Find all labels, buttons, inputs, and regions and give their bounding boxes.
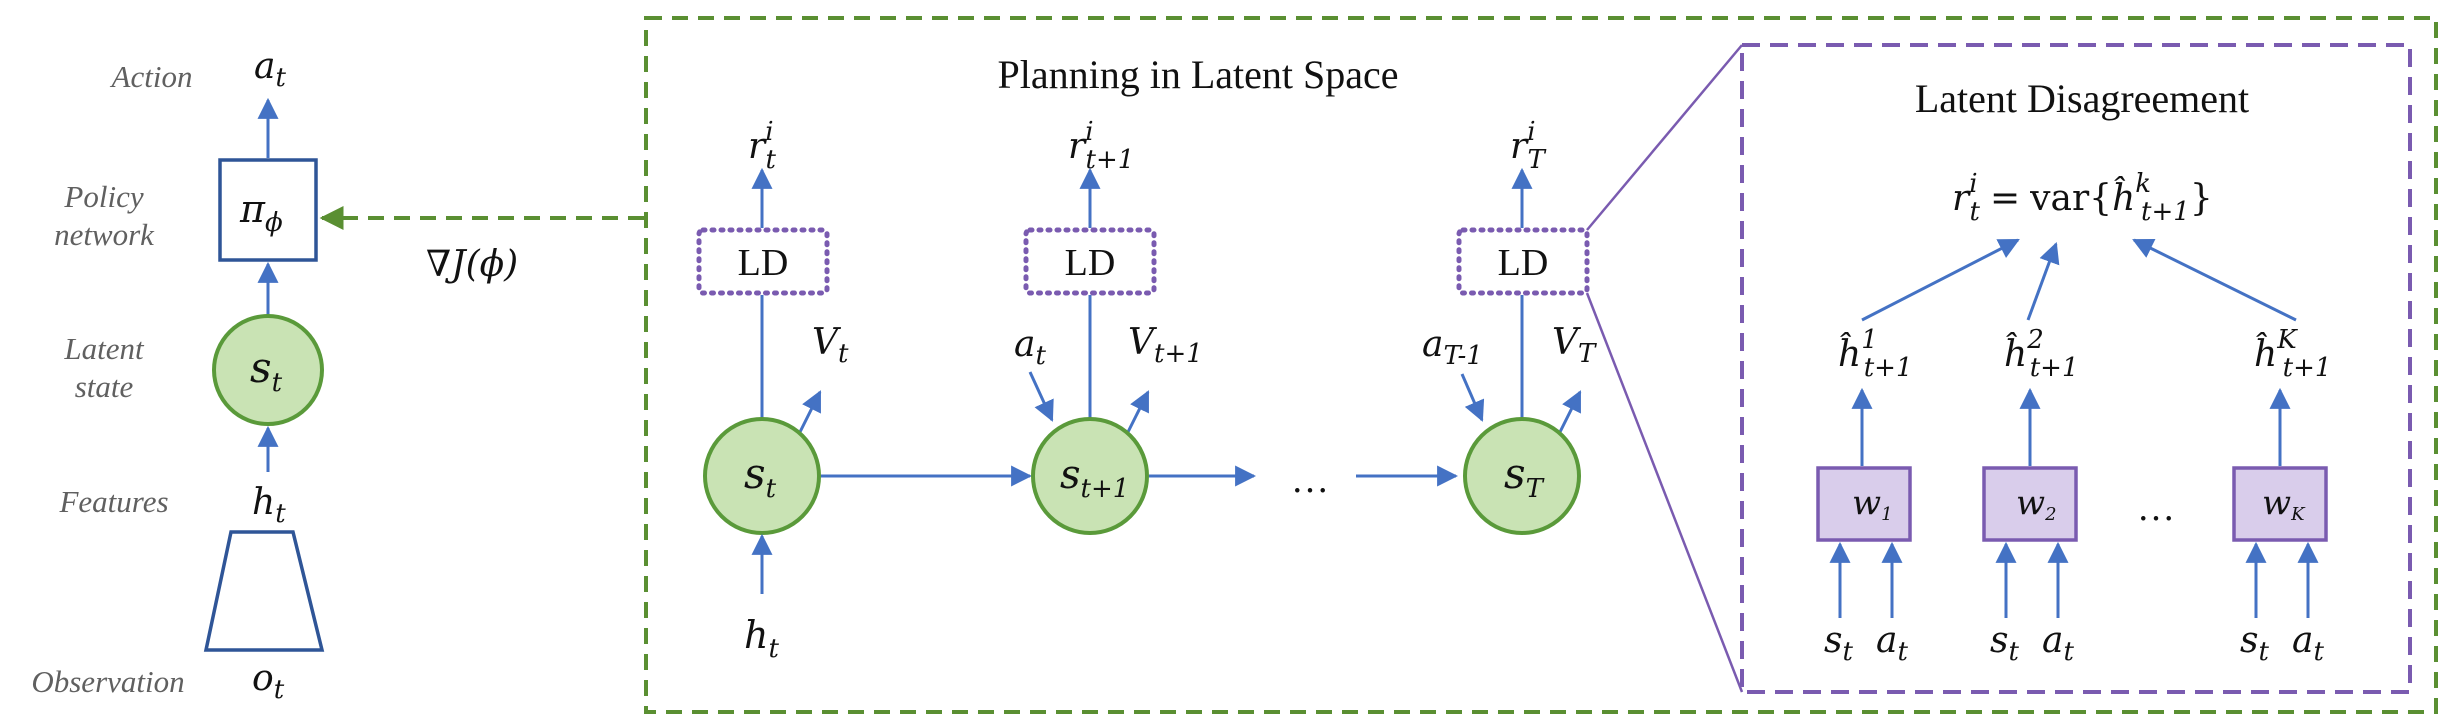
action2-to-stateT-arrow xyxy=(1460,373,1485,422)
state-3: sT xyxy=(1504,449,1545,504)
action-2: aT-1 xyxy=(1422,324,1483,371)
planning-ellipsis: … xyxy=(1291,459,1329,501)
ld-box-1 xyxy=(696,227,830,296)
ld-label-1: LD xyxy=(738,242,789,284)
state-node-2 xyxy=(1031,417,1149,535)
ld-box-2 xyxy=(1023,227,1157,296)
policy-label-line2: network xyxy=(54,217,155,252)
state1-to-value-arrow xyxy=(798,390,822,433)
value-3: VT xyxy=(1552,322,1597,369)
ensemble-w-2: w2 xyxy=(2016,483,2057,525)
zoom-line-top xyxy=(1586,44,1743,231)
ensemble-w-k: wK xyxy=(2262,483,2306,525)
ld-label-3: LD xyxy=(1498,242,1549,284)
ensemble-s-1: st xyxy=(1824,620,1853,667)
disagreement-title: Latent Disagreement xyxy=(1915,76,2249,121)
gradient-label: ∇J(ϕ) xyxy=(426,244,518,285)
ensemble-w-1: w1 xyxy=(1852,483,1893,525)
stateT-to-value-arrow xyxy=(1558,390,1582,433)
left-panel: Action Policy network Latent state Featu… xyxy=(31,46,644,705)
latent-label-line1: Latent xyxy=(63,331,145,366)
policy-var: πϕ xyxy=(239,187,283,238)
disagreement-frame xyxy=(1740,43,2412,694)
ensemble-a-2: at xyxy=(2042,620,2074,667)
ensemble-box-1 xyxy=(1816,466,1912,542)
ensemble-a-1: at xyxy=(1876,620,1908,667)
input-h: ht xyxy=(744,613,779,664)
policy-network-box xyxy=(218,158,318,262)
policy-label-line1: Policy xyxy=(63,179,143,214)
member1-to-var-arrow xyxy=(1861,238,2020,322)
action-var: at xyxy=(254,46,286,93)
ld-label-2: LD xyxy=(1065,242,1116,284)
latent-state-node xyxy=(212,314,324,426)
latent-state-var: st xyxy=(250,343,283,398)
ensemble-s-k: st xyxy=(2240,620,2269,667)
observation-label: Observation xyxy=(31,664,184,699)
action-1: at xyxy=(1014,324,1046,371)
planning-frame xyxy=(644,16,2438,714)
ld-box-3 xyxy=(1456,227,1590,296)
observation-var: ot xyxy=(252,658,285,705)
action-label: Action xyxy=(110,59,193,94)
value-2: Vt+1 xyxy=(1128,322,1203,369)
member2-to-var-arrow xyxy=(2026,242,2060,321)
ensemble-s-2: st xyxy=(1990,620,2019,667)
features-label: Features xyxy=(58,484,168,519)
state-node-1 xyxy=(703,417,821,535)
ensemble-ellipsis: … xyxy=(2137,487,2175,529)
ensemble-box-2 xyxy=(1982,466,2078,542)
state-1: st xyxy=(744,449,777,504)
action1-to-state2-arrow xyxy=(1028,371,1054,422)
state2-to-value-arrow xyxy=(1126,390,1150,433)
encoder-shape xyxy=(203,530,325,652)
state-2: st+1 xyxy=(1060,452,1129,504)
ensemble-box-k xyxy=(2232,466,2328,542)
latent-label-line2: state xyxy=(75,369,134,404)
state-node-3 xyxy=(1463,417,1581,535)
features-var: ht xyxy=(252,482,286,529)
value-1: Vt xyxy=(812,322,849,369)
planning-title: Planning in Latent Space xyxy=(997,52,1398,97)
zoom-line-bottom xyxy=(1585,292,1744,693)
memberK-to-var-arrow xyxy=(2132,238,2297,322)
ensemble-a-k: at xyxy=(2292,620,2324,667)
